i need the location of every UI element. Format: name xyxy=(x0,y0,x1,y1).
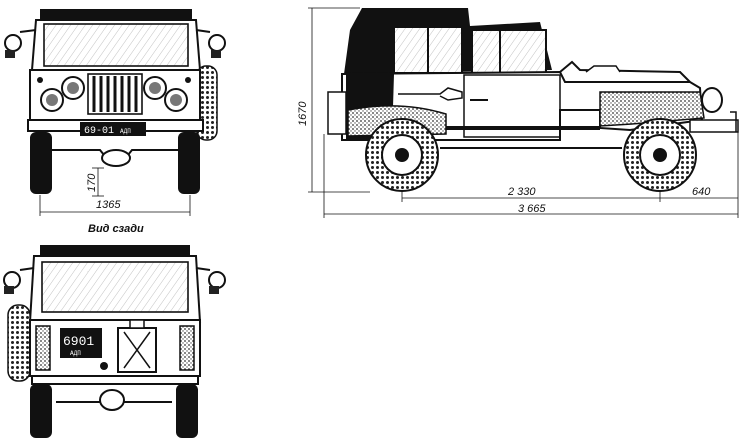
headlight-right-outer xyxy=(164,88,188,112)
rear-window xyxy=(41,261,189,313)
rear-plate-suffix: АДП xyxy=(70,350,81,357)
rear-license-plate: 6901 АДП xyxy=(60,328,102,358)
shovel xyxy=(398,87,463,101)
marker-light-left xyxy=(37,77,43,83)
headlight-right-inner xyxy=(143,76,167,100)
rear-panel xyxy=(29,319,201,377)
overall-length-label: 3 665 xyxy=(518,203,546,215)
front-plate-number: 69-01 xyxy=(84,126,114,137)
headlight-left-outer xyxy=(40,88,64,112)
rear-differential xyxy=(99,389,125,411)
ground-clearance-label: 170 xyxy=(86,173,98,192)
rear-right-wheel xyxy=(176,384,198,438)
side-door xyxy=(463,74,561,138)
rear-plate-number: 6901 xyxy=(63,334,94,349)
height-dimension xyxy=(308,7,370,193)
front-view: 69-01 АДП 170 1365 xyxy=(4,9,226,216)
left-mirror xyxy=(4,29,37,58)
rear-lamp xyxy=(100,362,108,370)
side-rear-wheel xyxy=(365,118,439,192)
front-windshield xyxy=(43,23,189,67)
jerry-can xyxy=(117,319,157,373)
side-window-rear xyxy=(471,29,547,74)
rear-roof xyxy=(40,245,190,255)
headlight-left-inner xyxy=(61,76,85,100)
rear-view-caption: Вид сзади xyxy=(88,223,144,235)
side-front-wheel xyxy=(623,118,697,192)
rear-left-wheel xyxy=(30,384,52,438)
front-track-label: 1365 xyxy=(96,199,121,211)
track-dimension xyxy=(39,195,191,216)
wheelbase-label: 2 330 xyxy=(507,186,536,198)
wheelbase-dimension xyxy=(401,132,739,218)
rear-overhang-label: 640 xyxy=(692,186,711,198)
side-view: 1670 2 330 640 3 665 xyxy=(297,7,739,218)
rear-spare-wheel xyxy=(7,304,31,382)
hood-line xyxy=(559,60,691,83)
marker-light-right xyxy=(185,77,191,83)
rear-right-mirror xyxy=(195,267,226,294)
rear-view: 6901 АДП xyxy=(3,245,226,438)
overall-height-label: 1670 xyxy=(297,101,309,126)
right-mirror xyxy=(195,29,226,58)
rear-left-mirror xyxy=(3,267,35,294)
length-dimension xyxy=(323,134,738,218)
folded-windscreen xyxy=(585,65,621,73)
clearance-dimension xyxy=(92,167,104,197)
side-front-bumper xyxy=(689,119,739,133)
side-headlight xyxy=(701,87,723,113)
front-roof xyxy=(40,9,192,19)
front-plate-suffix: АДП xyxy=(120,128,131,135)
rear-bumper xyxy=(31,375,199,385)
front-license-plate: 69-01 АДП xyxy=(80,122,146,137)
front-right-wheel xyxy=(178,132,200,194)
side-rear-bumper xyxy=(327,91,347,135)
front-left-wheel xyxy=(30,132,52,194)
tail-light-right xyxy=(179,325,195,371)
front-differential xyxy=(101,149,131,167)
tail-light-left xyxy=(35,325,51,371)
